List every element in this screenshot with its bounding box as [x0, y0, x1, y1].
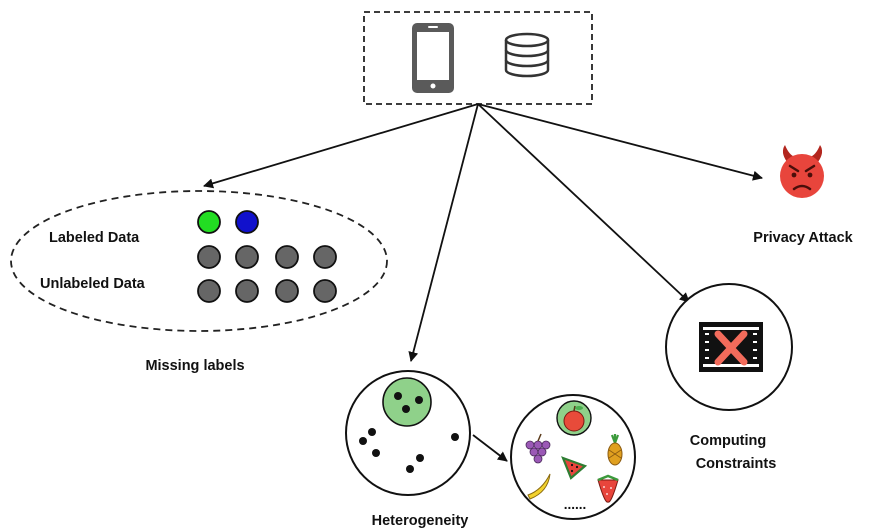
smartphone-icon	[412, 23, 454, 93]
unlabeled-data-point	[235, 245, 259, 269]
client-points	[359, 392, 459, 473]
unlabeled-data-point	[313, 279, 337, 303]
angry-devil-face-icon	[780, 145, 824, 198]
banana-icon	[527, 473, 551, 500]
unlabeled-data-point	[275, 279, 299, 303]
apple-icon	[563, 405, 585, 432]
client-group-circle	[382, 377, 432, 427]
data-points	[197, 210, 337, 303]
missing-labels-group: Labeled Data Unlabeled Data Missing labe…	[10, 190, 388, 374]
computing-constraints-caption-line2: Constraints	[696, 456, 777, 472]
arrows	[203, 103, 763, 462]
labeled-data-point	[235, 210, 259, 234]
computing-constraints-caption-line1: Computing	[690, 433, 767, 449]
labeled-data-label: Labeled Data	[49, 230, 140, 246]
heterogeneity-caption: Heterogeneity	[372, 513, 469, 529]
fruit-variety-group: ......	[510, 394, 636, 520]
watermelon-icon	[561, 456, 588, 480]
fruit-ellipsis: ......	[564, 497, 587, 512]
unlabeled-data-point	[197, 279, 221, 303]
unlabeled-data-point	[275, 245, 299, 269]
heterogeneity-group: Heterogeneity	[345, 370, 471, 529]
strawberry-icon	[597, 474, 619, 503]
arrow-heterogeneity-to-fruits	[472, 434, 508, 462]
labeled-data-point	[197, 210, 221, 234]
grapes-icon	[525, 433, 551, 464]
memory-chip-crossed-icon	[699, 322, 763, 372]
device-box	[363, 11, 593, 105]
arrow-to-computing-constraints	[477, 103, 690, 303]
unlabeled-data-point	[197, 245, 221, 269]
privacy-attack-group: Privacy Attack	[753, 145, 854, 246]
arrow-to-heterogeneity	[408, 103, 479, 362]
computing-constraints-group: Computing Constraints	[665, 283, 793, 472]
pineapple-icon	[607, 434, 623, 466]
arrow-to-privacy-attack	[477, 103, 763, 181]
database-icon	[504, 32, 550, 78]
unlabeled-data-point	[235, 279, 259, 303]
unlabeled-data-point	[313, 245, 337, 269]
missing-labels-caption: Missing labels	[145, 358, 244, 374]
unlabeled-data-label: Unlabeled Data	[40, 276, 146, 292]
arrow-to-missing-labels	[203, 103, 479, 189]
privacy-attack-caption: Privacy Attack	[753, 230, 853, 246]
